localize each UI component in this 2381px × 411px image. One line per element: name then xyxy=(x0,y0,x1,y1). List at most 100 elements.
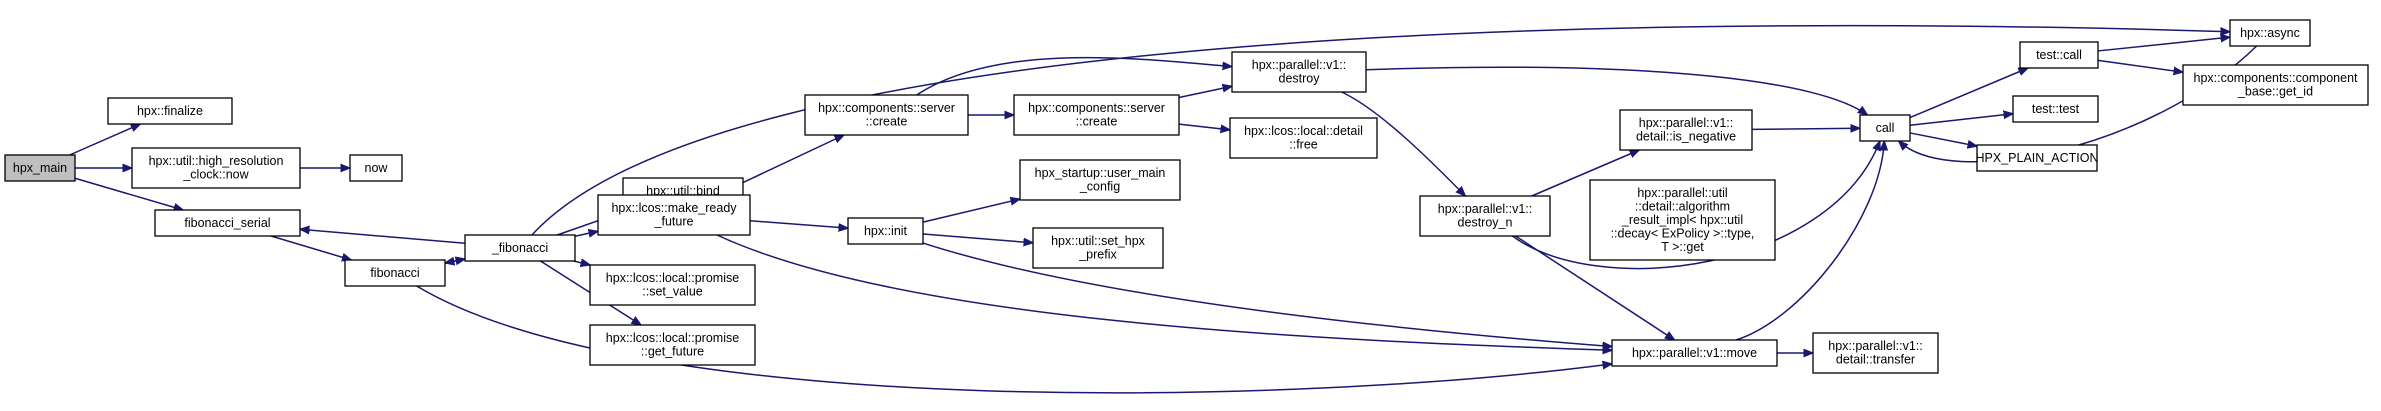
node-label: _base::get_id xyxy=(2237,85,2313,99)
node-label: _result_impl< hpx::util xyxy=(1621,213,1743,227)
node-destroy[interactable]: hpx::parallel::v1::destroy xyxy=(1231,51,1367,93)
node-label: hpx::lcos::local::promise xyxy=(606,271,739,285)
node-destroy-n[interactable]: hpx::parallel::v1::destroy_n xyxy=(1419,195,1551,237)
node-box xyxy=(1812,332,1939,374)
node-hrc-now[interactable]: hpx::util::high_resolution_clock::now xyxy=(131,147,301,189)
node-fibonacci[interactable]: fibonacci xyxy=(344,259,446,287)
node-label: hpx_startup::user_main xyxy=(1035,166,1166,180)
edge-server-create-2-to-destroy xyxy=(1178,86,1232,99)
node-is-negative[interactable]: hpx::parallel::v1::detail::is_negative xyxy=(1619,109,1753,151)
node-detail-free[interactable]: hpx::lcos::local::detail::free xyxy=(1229,117,1378,159)
edge-test-call-to-async xyxy=(2097,37,2230,52)
node-box xyxy=(1019,159,1181,201)
node-label: ::free xyxy=(1289,138,1318,152)
edge-call-to-plain-action xyxy=(1909,132,1977,146)
node-label: hpx_main xyxy=(13,161,67,175)
edge-test-call-to-get-id xyxy=(2097,59,2183,72)
node-box xyxy=(2182,64,2369,106)
edge-make-ready-future-to-pmove xyxy=(716,234,1612,350)
node-label: ::create xyxy=(1076,115,1118,129)
node-call[interactable]: call xyxy=(1859,114,1911,142)
node-label: hpx::components::server xyxy=(1028,101,1165,115)
edge--fibonacci-to-promise-set-value xyxy=(573,261,590,265)
edge-destroy-n-to-call xyxy=(1511,141,1881,270)
node-box xyxy=(349,154,403,182)
node-label: hpx::async xyxy=(2240,26,2300,40)
node--fibonacci[interactable]: _fibonacci xyxy=(464,234,576,262)
node-label: _clock::now xyxy=(182,168,249,182)
edge-destroy-n-to-is-negative xyxy=(1531,149,1640,197)
node-label: call xyxy=(1876,121,1895,135)
node-label: ::create xyxy=(866,115,908,129)
node-box xyxy=(2012,95,2099,123)
node-pmove[interactable]: hpx::parallel::v1::move xyxy=(1611,339,1778,367)
node-promise-get-future[interactable]: hpx::lcos::local::promise::get_future xyxy=(589,324,756,366)
node-label: ::set_value xyxy=(642,285,703,299)
node-box xyxy=(107,97,233,125)
node-server-create-2[interactable]: hpx::components::server::create xyxy=(1013,94,1180,136)
node-fibonacci-serial[interactable]: fibonacci_serial xyxy=(154,209,301,237)
edge--fibonacci-to-fibonacci xyxy=(445,259,466,263)
node-label: fibonacci xyxy=(370,266,419,280)
node-label: hpx::lcos::make_ready xyxy=(611,201,737,215)
node-label: _prefix xyxy=(1078,248,1117,262)
node-make-ready-future[interactable]: hpx::lcos::make_ready_future xyxy=(597,194,751,236)
node-set-hpx-prefix[interactable]: hpx::util::set_hpx_prefix xyxy=(1032,227,1164,269)
node-label: hpx::parallel::v1:: xyxy=(1252,58,1347,72)
node-label: now xyxy=(365,161,389,175)
node-test-call[interactable]: test::call xyxy=(2019,41,2099,69)
node-plain-action[interactable]: HPX_PLAIN_ACTION xyxy=(1976,144,2099,172)
node-box xyxy=(154,209,301,237)
edge--fibonacci-to-fibonacci-serial xyxy=(300,229,466,245)
node-finalize[interactable]: hpx::finalize xyxy=(107,97,233,125)
node-hpx-main[interactable]: hpx_main xyxy=(4,154,76,182)
node-box xyxy=(1611,339,1778,367)
edge--fibonacci-to-async xyxy=(531,24,2230,236)
node-async[interactable]: hpx::async xyxy=(2229,19,2311,47)
edge-call-to-test-call xyxy=(1909,67,2028,119)
node-label: hpx::lcos::local::detail xyxy=(1244,124,1363,138)
edge-hpx-init-to-pmove xyxy=(922,242,1612,346)
node-hpx-init[interactable]: hpx::init xyxy=(847,217,924,245)
node-label: detail::transfer xyxy=(1836,353,1915,367)
node-label: hpx::parallel::util xyxy=(1637,186,1727,200)
node-get-id[interactable]: hpx::components::component_base::get_id xyxy=(2182,64,2369,106)
node-box xyxy=(1619,109,1753,151)
edge--fibonacci-to-make-ready-future xyxy=(574,231,598,236)
node-label: hpx::components::server xyxy=(818,101,955,115)
edge-call-to-test-test xyxy=(1909,114,2013,126)
node-box xyxy=(1976,144,2098,172)
node-label: _config xyxy=(1079,180,1120,194)
edge-fibonacci-to-pmove xyxy=(416,285,1612,394)
node-user-main-config[interactable]: hpx_startup::user_main_config xyxy=(1019,159,1181,201)
node-label: hpx::util::bind xyxy=(646,184,720,198)
node-test-test[interactable]: test::test xyxy=(2012,95,2099,123)
edge-server-create-1-to-destroy xyxy=(916,56,1232,96)
node-box xyxy=(804,94,969,136)
node-server-create-1[interactable]: hpx::components::server::create xyxy=(804,94,969,136)
node-label: hpx::lcos::local::promise xyxy=(606,331,739,345)
node-box xyxy=(589,264,756,306)
node-label: _fibonacci xyxy=(491,241,548,255)
node-label: hpx::parallel::v1:: xyxy=(1438,202,1533,216)
edge-hpx-main-to-fibonacci-serial xyxy=(74,177,183,210)
edge-fibonacci-serial-to-fibonacci xyxy=(270,235,351,260)
node-algorithm-result[interactable]: hpx::parallel::util::detail::algorithm_r… xyxy=(1589,179,1776,261)
edge-hpx-init-to-user-main-config xyxy=(922,199,1020,223)
edge-server-create-2-to-detail-free xyxy=(1178,123,1230,130)
node-label: _future xyxy=(654,215,694,229)
node-box xyxy=(589,324,756,366)
edge-is-negative-to-call xyxy=(1751,128,1860,129)
node-label: ::get_future xyxy=(641,345,704,359)
edge-hpx-init-to-set-hpx-prefix xyxy=(922,233,1033,243)
node-promise-set-value[interactable]: hpx::lcos::local::promise::set_value xyxy=(589,264,756,306)
edge-destroy-n-to-pmove xyxy=(1515,235,1675,340)
node-label: hpx::util::high_resolution xyxy=(149,154,284,168)
node-now[interactable]: now xyxy=(349,154,403,182)
edge-make-ready-future-to-hpx-init xyxy=(749,220,848,228)
node-layer: hpx_main hpx::finalizehpx::util::high_res… xyxy=(4,19,2369,374)
node-label: ::detail::algorithm xyxy=(1635,199,1730,213)
node-box xyxy=(464,234,576,262)
node-transfer[interactable]: hpx::parallel::v1::detail::transfer xyxy=(1812,332,1939,374)
